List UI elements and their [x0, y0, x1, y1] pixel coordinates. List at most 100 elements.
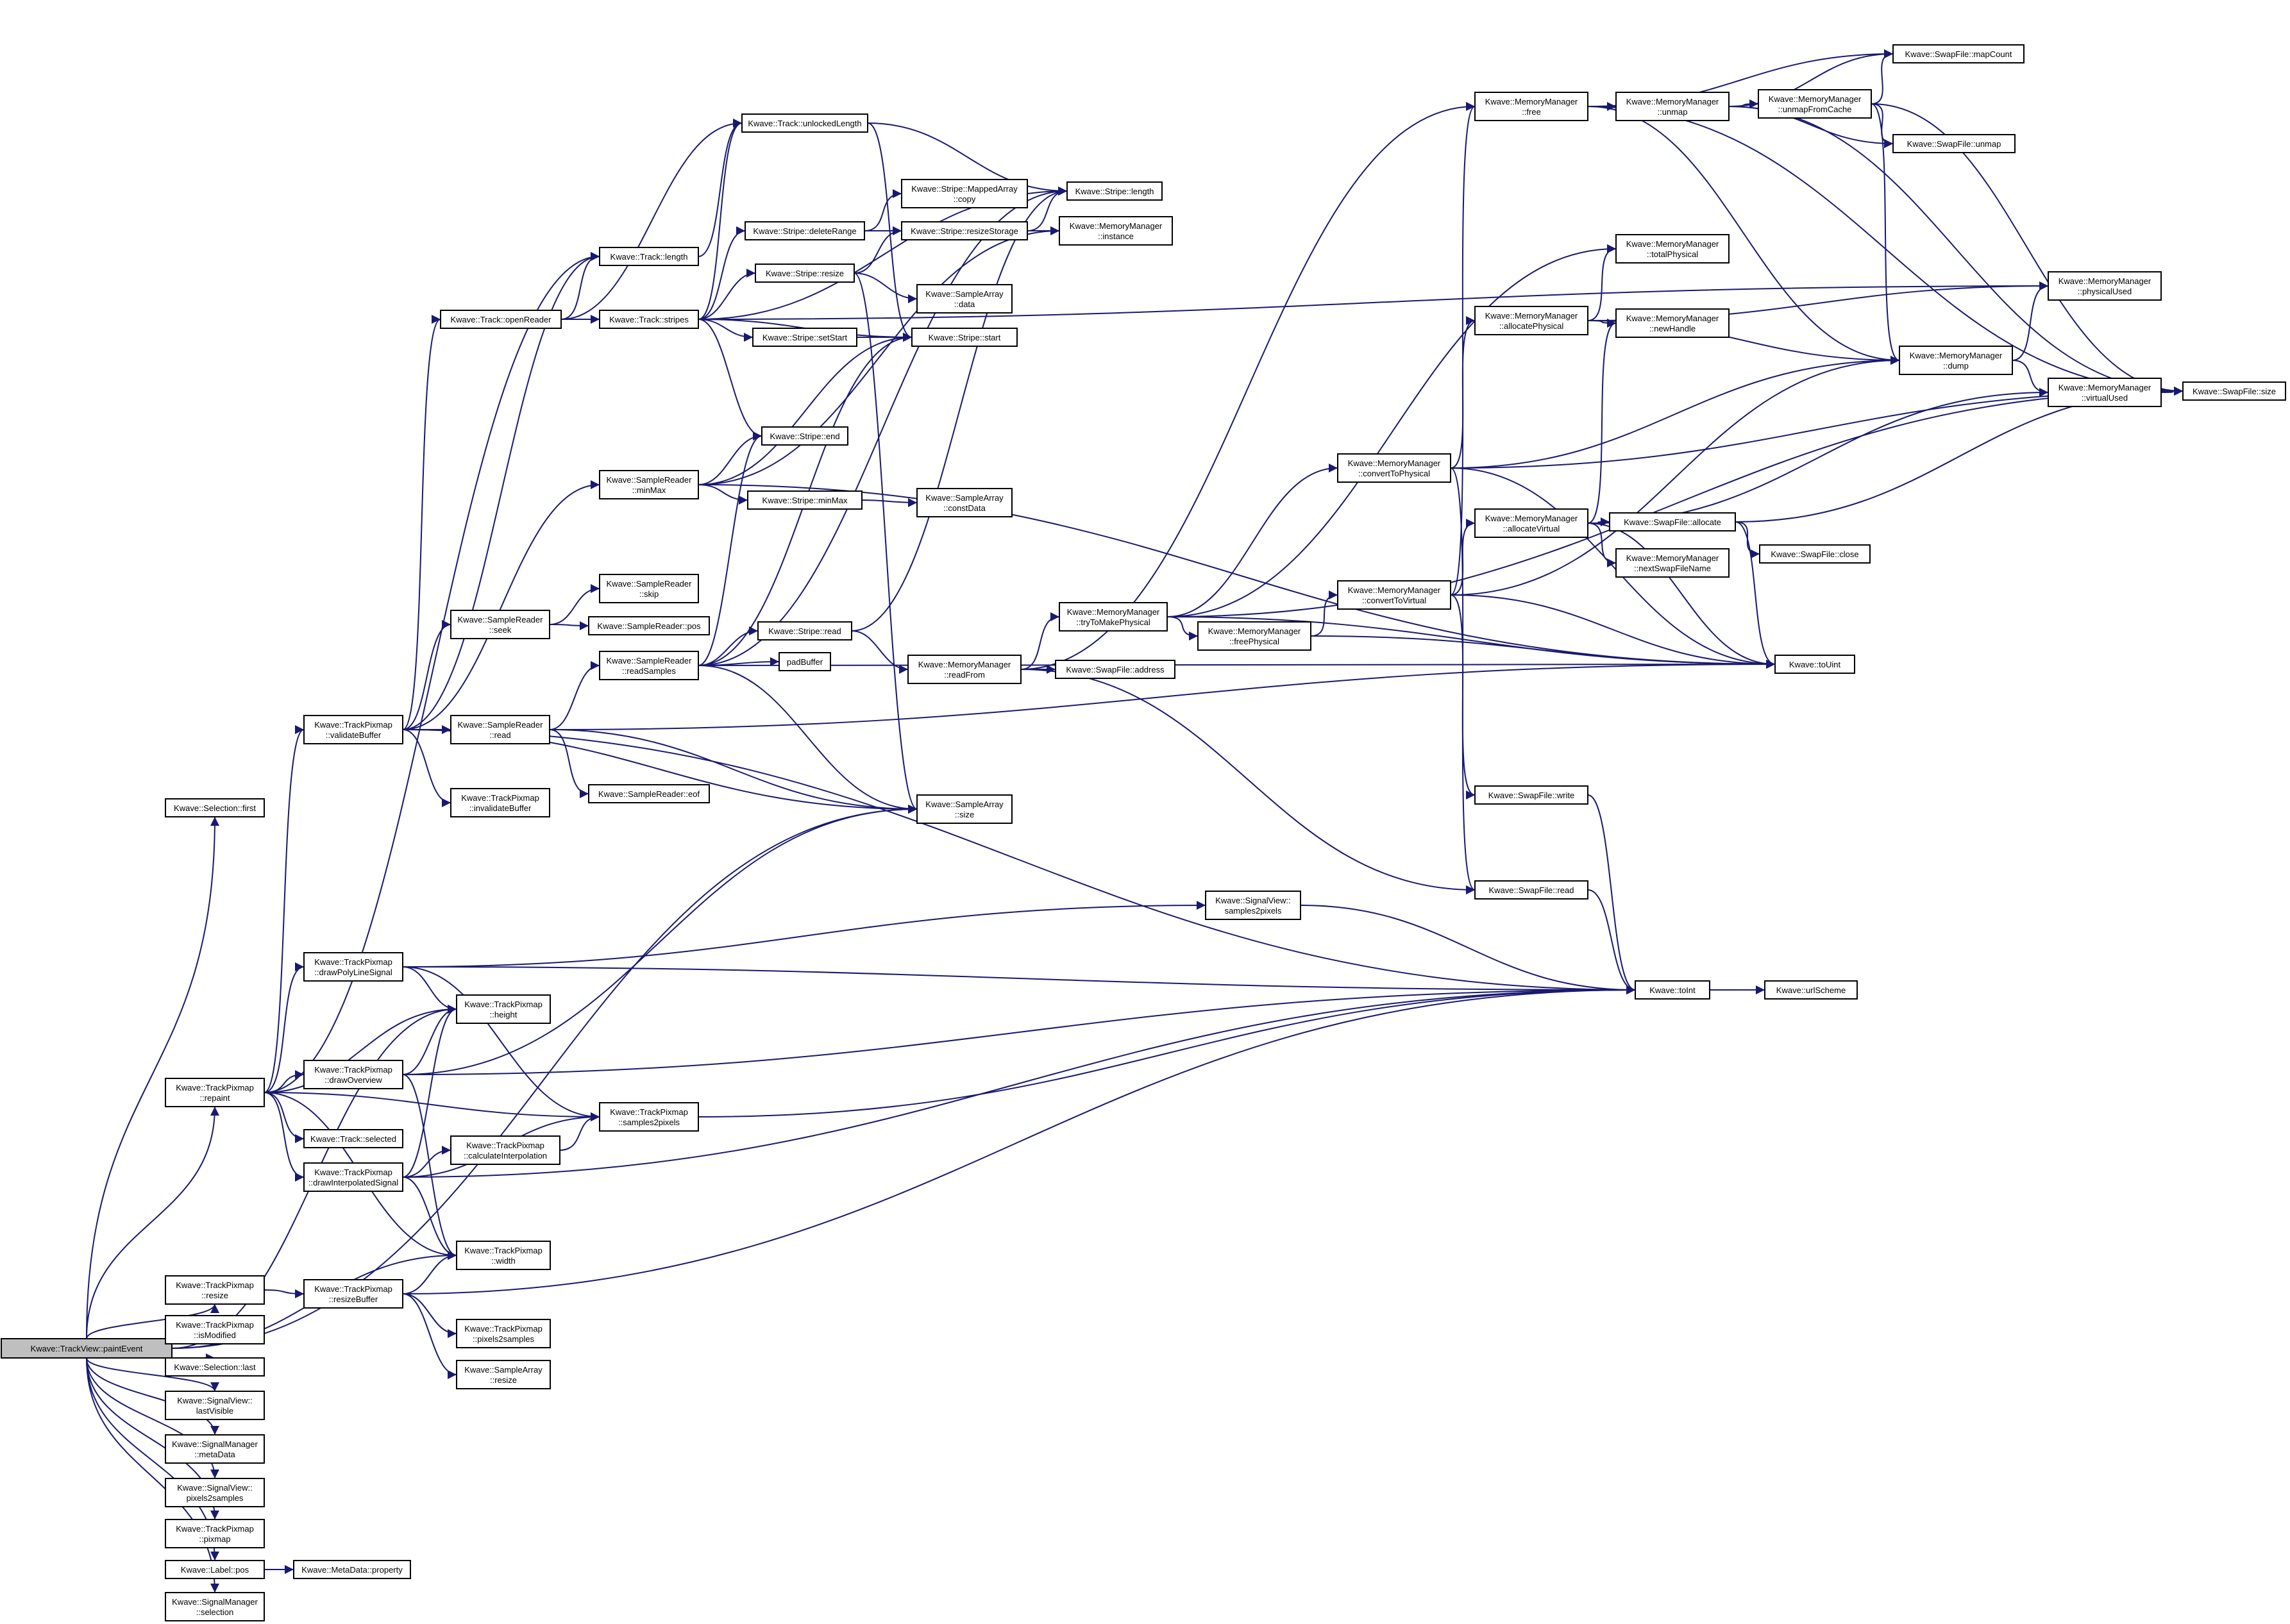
node-sr-minmax[interactable]: Kwave::SampleReader::minMax — [599, 470, 699, 499]
node-tp-p2s[interactable]: Kwave::TrackPixmap::pixels2samples — [456, 1319, 551, 1348]
node-st-start[interactable]: Kwave::Stripe::start — [911, 328, 1018, 347]
node-sr-readsamples[interactable]: Kwave::SampleReader::readSamples — [599, 651, 699, 680]
node-label: Kwave::SwapFile::mapCount — [1905, 49, 2012, 59]
node-sa-data[interactable]: Kwave::SampleArray::data — [916, 284, 1013, 314]
node-mm-virtused[interactable]: Kwave::MemoryManager::virtualUsed — [2048, 378, 2162, 407]
node-mm-freephys[interactable]: Kwave::MemoryManager::freePhysical — [1197, 621, 1311, 651]
node-mm-free[interactable]: Kwave::MemoryManager::free — [1474, 92, 1588, 121]
node-st-resize[interactable]: Kwave::Stripe::resize — [755, 264, 855, 283]
node-tp-ismod[interactable]: Kwave::TrackPixmap::isModified — [165, 1315, 265, 1344]
node-sr-pos[interactable]: Kwave::SampleReader::pos — [588, 616, 710, 635]
node-track-len[interactable]: Kwave::Track::length — [599, 247, 699, 266]
node-mm-dump[interactable]: Kwave::MemoryManager::dump — [1899, 346, 2013, 375]
edge-layer — [86, 49, 2184, 1593]
node-st-read[interactable]: Kwave::Stripe::read — [757, 621, 852, 640]
node-mm-physused[interactable]: Kwave::MemoryManager::physicalUsed — [2048, 271, 2162, 301]
node-swf-write[interactable]: Kwave::SwapFile::write — [1474, 785, 1588, 805]
edge-swf-alloc-to-swf-size — [1735, 387, 2184, 523]
edge-mm-dump-to-mm-virtused — [2012, 360, 2049, 397]
node-st-minmax[interactable]: Kwave::Stripe::minMax — [747, 490, 863, 510]
node-tp-height[interactable]: Kwave::TrackPixmap::height — [456, 994, 551, 1024]
node-track-sel[interactable]: Kwave::Track::selected — [303, 1129, 403, 1148]
node-box — [303, 952, 403, 982]
node-root[interactable]: Kwave::TrackView::paintEvent — [1, 1338, 173, 1359]
node-st-length[interactable]: Kwave::Stripe::length — [1066, 181, 1163, 201]
node-box — [456, 1241, 551, 1270]
node-mm-nextswap[interactable]: Kwave::MemoryManager::nextSwapFileName — [1615, 548, 1730, 578]
node-stripes[interactable]: Kwave::Track::stripes — [599, 310, 699, 329]
node-tp-invalid[interactable]: Kwave::TrackPixmap::invalidateBuffer — [450, 788, 550, 817]
node-st-end[interactable]: Kwave::Stripe::end — [761, 426, 848, 446]
node-tp-pixmap[interactable]: Kwave::TrackPixmap::pixmap — [165, 1519, 265, 1548]
edge-drawpoly-to-toint — [402, 966, 1636, 994]
node-swf-unmap[interactable]: Kwave::SwapFile::unmap — [1892, 134, 2016, 153]
node-swf-read[interactable]: Kwave::SwapFile::read — [1474, 880, 1588, 900]
node-label: Kwave::SampleReader::eof — [598, 789, 700, 799]
node-swf-mapcount[interactable]: Kwave::SwapFile::mapCount — [1892, 44, 2025, 63]
node-mm-newhandle[interactable]: Kwave::MemoryManager::newHandle — [1615, 308, 1730, 338]
node-label: samples2pixels — [1225, 906, 1282, 916]
node-sr-skip[interactable]: Kwave::SampleReader::skip — [599, 574, 699, 603]
node-toint[interactable]: Kwave::toInt — [1635, 980, 1710, 1000]
node-sa-resize[interactable]: Kwave::SampleArray::resize — [456, 1360, 551, 1389]
node-tp-width[interactable]: Kwave::TrackPixmap::width — [456, 1241, 551, 1270]
node-mm-convphys[interactable]: Kwave::MemoryManager::convertToPhysical — [1337, 453, 1451, 483]
node-box — [165, 1391, 265, 1420]
node-label-pos[interactable]: Kwave::Label::pos — [165, 1560, 265, 1579]
node-swf-address[interactable]: Kwave::SwapFile::address — [1055, 660, 1175, 679]
node-sr-seek[interactable]: Kwave::SampleReader::seek — [450, 610, 550, 639]
node-mm-unmap[interactable]: Kwave::MemoryManager::unmap — [1615, 92, 1730, 121]
node-sa-constdata[interactable]: Kwave::SampleArray::constData — [916, 488, 1013, 517]
node-drawpoly[interactable]: Kwave::TrackPixmap::drawPolyLineSignal — [303, 952, 403, 982]
node-mm-totalphys[interactable]: Kwave::MemoryManager::totalPhysical — [1615, 234, 1730, 264]
node-touint[interactable]: Kwave::toUint — [1774, 655, 1855, 674]
node-tp-calcint[interactable]: Kwave::TrackPixmap::calculateInterpolati… — [450, 1135, 560, 1165]
node-sm-meta[interactable]: Kwave::SignalManager::metaData — [165, 1434, 265, 1464]
edge-validate-to-openreader — [402, 315, 441, 730]
node-st-setstart[interactable]: Kwave::Stripe::setStart — [752, 328, 857, 347]
node-label: Kwave::SampleReader — [607, 475, 693, 485]
node-tp-resize[interactable]: Kwave::TrackPixmap::resize — [165, 1275, 265, 1305]
node-resizebuf[interactable]: Kwave::TrackPixmap::resizeBuffer — [303, 1279, 403, 1309]
node-label: ::virtualUsed — [2082, 393, 2128, 403]
node-sv-p2s[interactable]: Kwave::SignalView::pixels2samples — [165, 1478, 265, 1507]
node-ma-copy[interactable]: Kwave::Stripe::MappedArray::copy — [901, 179, 1028, 208]
edge-st-resize-to-sa-data — [854, 272, 918, 303]
node-st-resizestor[interactable]: Kwave::Stripe::resizeStorage — [901, 221, 1028, 240]
node-mm-allocvirt[interactable]: Kwave::MemoryManager::allocateVirtual — [1474, 508, 1588, 538]
node-mm-convvirt[interactable]: Kwave::MemoryManager::convertToVirtual — [1337, 580, 1451, 610]
node-drawover[interactable]: Kwave::TrackPixmap::drawOverview — [303, 1060, 403, 1089]
node-swf-size[interactable]: Kwave::SwapFile::size — [2182, 381, 2286, 401]
node-sv-lastvis[interactable]: Kwave::SignalView::lastVisible — [165, 1391, 265, 1420]
node-label: Kwave::Stripe::deleteRange — [753, 226, 856, 236]
node-sel-last[interactable]: Kwave::Selection::last — [165, 1357, 265, 1377]
node-unlocked[interactable]: Kwave::Track::unlockedLength — [741, 113, 868, 133]
node-urlscheme[interactable]: Kwave::urlScheme — [1764, 980, 1858, 1000]
node-padbuffer[interactable]: padBuffer — [779, 652, 831, 671]
node-mm-instance[interactable]: Kwave::MemoryManager::instance — [1059, 216, 1173, 246]
node-box — [916, 284, 1013, 314]
node-label: Kwave::TrackPixmap — [176, 1280, 254, 1290]
node-sv-s2p[interactable]: Kwave::SignalView::samples2pixels — [1205, 891, 1301, 920]
node-swf-close[interactable]: Kwave::SwapFile::close — [1759, 544, 1871, 564]
node-repaint[interactable]: Kwave::TrackPixmap::repaint — [165, 1078, 265, 1107]
node-sel-first[interactable]: Kwave::Selection::first — [165, 798, 265, 817]
node-mm-trymake[interactable]: Kwave::MemoryManager::tryToMakePhysical — [1059, 602, 1168, 632]
node-box — [1759, 544, 1871, 564]
node-drawinterp[interactable]: Kwave::TrackPixmap::drawInterpolatedSign… — [303, 1162, 403, 1192]
node-mm-allocphys[interactable]: Kwave::MemoryManager::allocatePhysical — [1474, 306, 1588, 335]
node-sa-size[interactable]: Kwave::SampleArray::size — [916, 794, 1013, 824]
node-mm-unmapcache[interactable]: Kwave::MemoryManager::unmapFromCache — [1758, 89, 1872, 119]
node-label: Kwave::Track::stripes — [609, 315, 689, 324]
node-mm-readfrom[interactable]: Kwave::MemoryManager::readFrom — [907, 655, 1022, 684]
node-box — [2048, 271, 2162, 301]
node-openreader[interactable]: Kwave::Track::openReader — [440, 310, 562, 329]
node-sr-read[interactable]: Kwave::SampleReader::read — [450, 715, 550, 744]
node-swf-alloc[interactable]: Kwave::SwapFile::allocate — [1609, 512, 1736, 532]
node-st-delrange[interactable]: Kwave::Stripe::deleteRange — [745, 221, 865, 240]
node-sr-eof[interactable]: Kwave::SampleReader::eof — [588, 784, 710, 803]
node-validate[interactable]: Kwave::TrackPixmap::validateBuffer — [303, 715, 403, 744]
node-tp-s2p[interactable]: Kwave::TrackPixmap::samples2pixels — [599, 1102, 699, 1132]
node-sm-selection[interactable]: Kwave::SignalManager::selection — [165, 1592, 265, 1621]
node-md-prop[interactable]: Kwave::MetaData::property — [293, 1560, 411, 1579]
